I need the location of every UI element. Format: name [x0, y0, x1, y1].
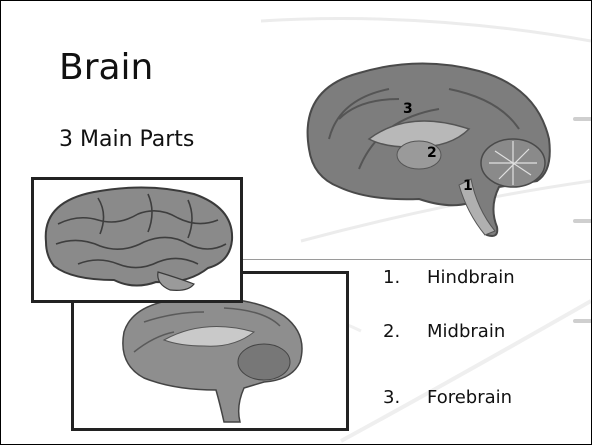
divider-line [239, 259, 591, 260]
parts-list-number: 1. [383, 267, 427, 288]
diagram-marker-midbrain: 2 [427, 145, 437, 161]
parts-list-number: 2. [383, 321, 427, 342]
parts-list-label: Midbrain [427, 321, 505, 342]
lateral-brain-image [38, 184, 236, 296]
parts-list-label: Forebrain [427, 387, 512, 408]
diagram-marker-forebrain: 3 [403, 101, 413, 117]
slide-subtitle: 3 Main Parts [59, 127, 194, 152]
decor-tick [573, 117, 592, 121]
lateral-brain-image-frame [31, 177, 243, 303]
diagram-marker-hindbrain: 1 [463, 178, 473, 194]
parts-list-item-2: 2.Midbrain [383, 321, 505, 342]
decor-tick [573, 219, 592, 223]
slide-title: Brain [59, 47, 153, 88]
parts-list-item-3: 3.Forebrain [383, 387, 512, 408]
parts-list-item-1: 1.Hindbrain [383, 267, 515, 288]
decor-tick [573, 319, 592, 323]
parts-list-number: 3. [383, 387, 427, 408]
sagittal-brain-image [104, 292, 318, 426]
parts-list-label: Hindbrain [427, 267, 515, 288]
